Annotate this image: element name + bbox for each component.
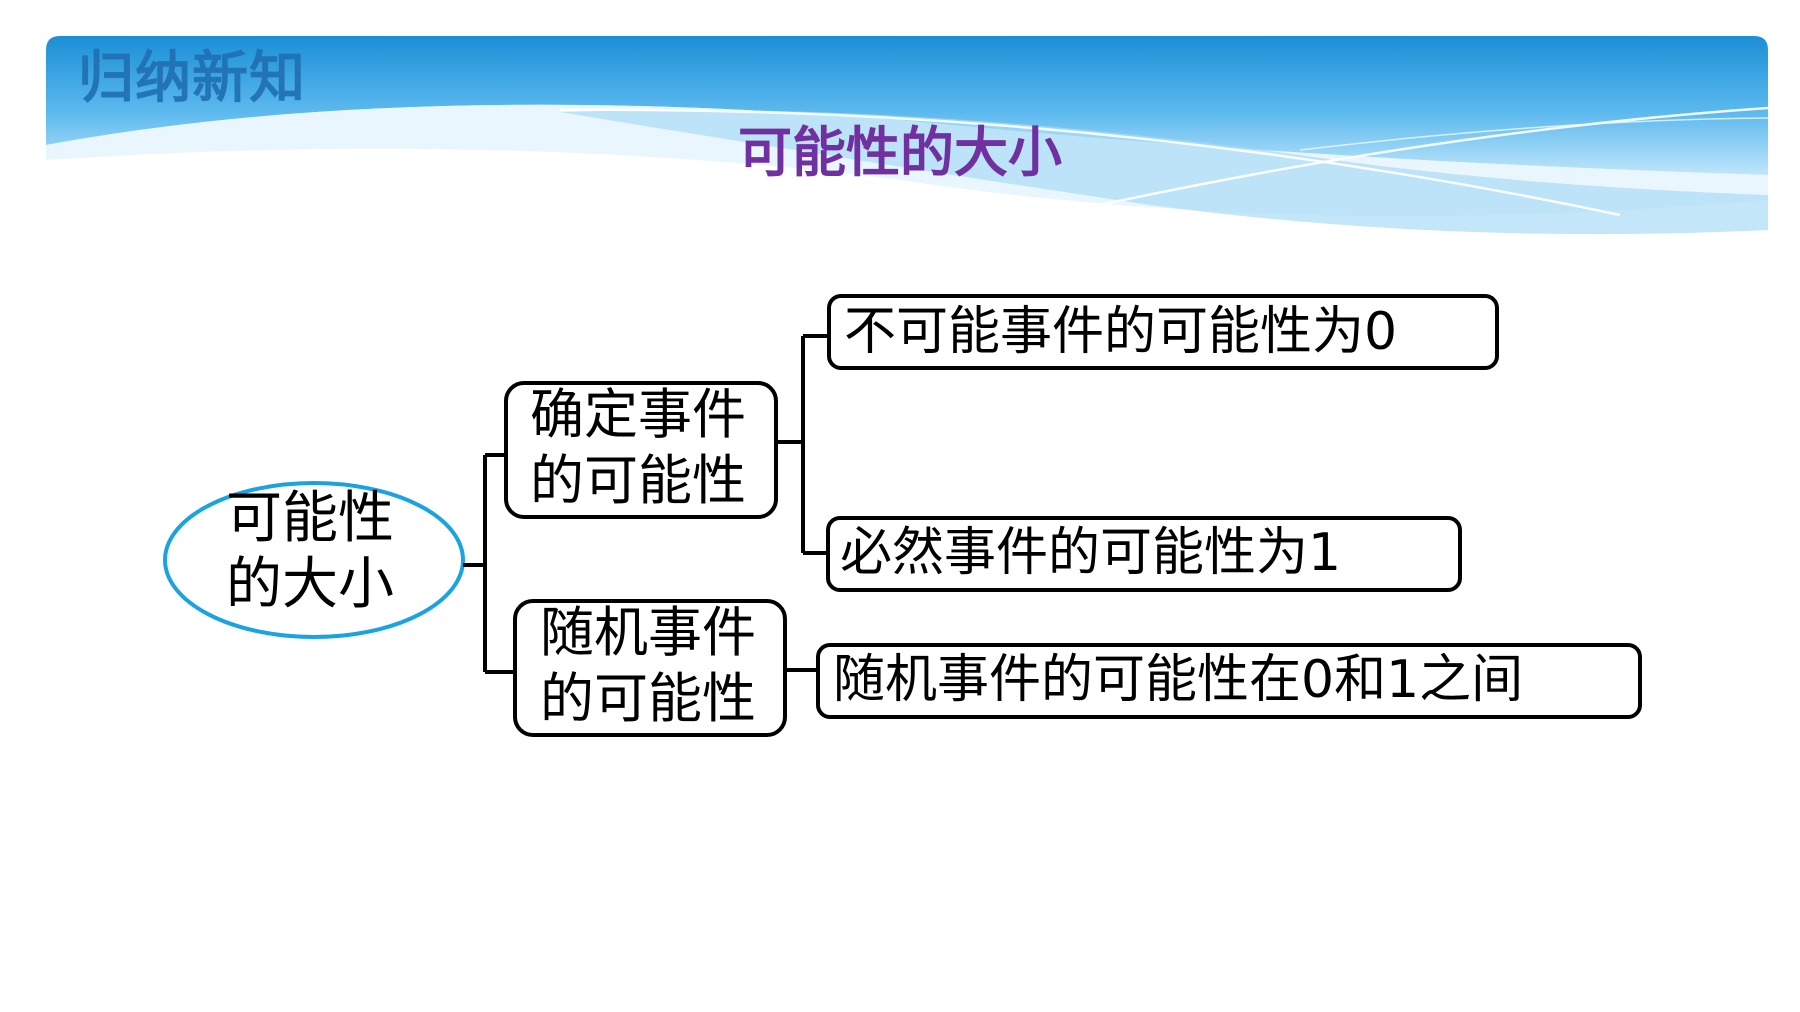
leaf-box-random	[816, 643, 1642, 719]
leaf-impossible: 不可能事件的可能性为0	[844, 302, 1398, 362]
leaf-random: 随机事件的可能性在0和1之间	[833, 650, 1524, 710]
banner-wave-line-1	[559, 108, 1621, 217]
leaf-box-certain	[826, 516, 1462, 592]
branch-random-line-2: 的可能性	[540, 667, 756, 730]
branch-determinate-line-1: 确定事件	[530, 383, 746, 446]
determinate-bracket	[776, 334, 829, 555]
branch-random-line-1: 随机事件	[540, 601, 756, 664]
leaf-box-impossible	[827, 294, 1499, 370]
branch-determinate-line-2: 的可能性	[530, 449, 746, 512]
branch-node-determinate: 确定事件 的可能性	[508, 382, 768, 514]
banner-wave-line-2	[1099, 106, 1769, 207]
header-banner	[46, 36, 1769, 235]
branch-box-determinate	[504, 381, 778, 519]
root-line-2: 的大小	[226, 552, 394, 617]
root-bracket	[463, 453, 515, 674]
section-title: 归纳新知	[78, 46, 306, 111]
slide-title: 可能性的大小	[738, 121, 1062, 184]
banner-wave-2	[560, 109, 1768, 235]
banner-wave-line-3	[1299, 117, 1769, 151]
root-line-1: 可能性	[226, 486, 394, 551]
banner-shape	[46, 36, 1768, 175]
leaf-certain: 必然事件的可能性为1	[840, 523, 1342, 583]
branch-node-random: 随机事件 的可能性	[518, 600, 778, 732]
root-node: 可能性 的大小	[190, 486, 430, 618]
root-ellipse	[163, 481, 465, 639]
